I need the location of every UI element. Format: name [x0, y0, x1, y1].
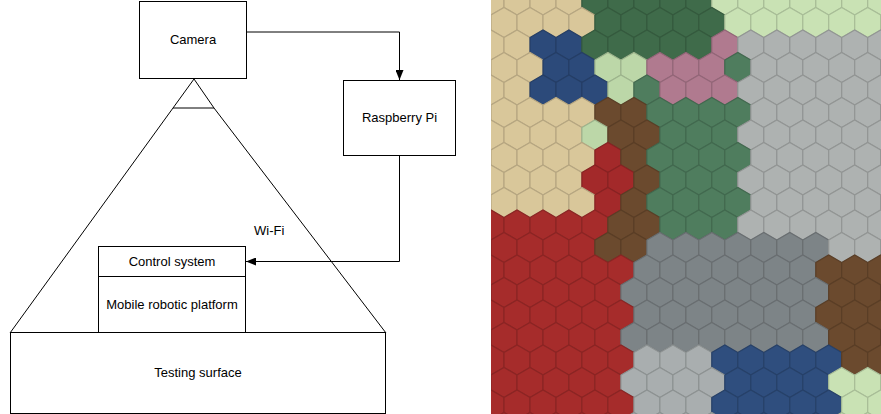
box-label: Mobile robotic platform	[101, 294, 243, 316]
tile	[621, 413, 647, 414]
tile	[582, 390, 608, 414]
edge-label: Wi-Fi	[252, 223, 286, 238]
tile	[491, 413, 517, 414]
box-label: Camera	[165, 29, 221, 51]
box-label: Raspberry Pi	[357, 107, 442, 129]
tile	[790, 390, 816, 414]
tile	[868, 390, 881, 414]
control-box: Control system	[98, 246, 246, 277]
tile	[738, 390, 764, 414]
tile	[751, 413, 777, 414]
tile	[634, 390, 660, 414]
tile	[816, 390, 842, 414]
tile	[608, 390, 634, 414]
box-label: Control system	[124, 251, 221, 273]
camera-box: Camera	[139, 1, 247, 79]
tile	[543, 413, 569, 414]
tile	[803, 413, 829, 414]
tile	[777, 413, 803, 414]
controller-box: Raspberry Pi	[343, 80, 456, 156]
photo-ground	[491, 0, 881, 414]
box-label: Testing surface	[149, 362, 246, 384]
connector-arrow	[246, 156, 400, 262]
surface-box: Testing surface	[10, 332, 386, 414]
tile	[517, 413, 543, 414]
tile	[660, 390, 686, 414]
tile	[595, 413, 621, 414]
tile	[491, 390, 504, 414]
tile	[855, 413, 881, 414]
tile-photo	[491, 0, 881, 414]
tile	[569, 413, 595, 414]
tile	[530, 390, 556, 414]
tile	[686, 390, 712, 414]
tile	[647, 413, 673, 414]
tile	[504, 390, 530, 414]
tile	[712, 390, 738, 414]
camera-lens	[173, 79, 214, 108]
tile	[829, 413, 855, 414]
tile	[699, 413, 725, 414]
tile	[725, 413, 751, 414]
tile	[556, 390, 582, 414]
tile	[764, 390, 790, 414]
tile	[842, 390, 868, 414]
connector-arrow	[247, 32, 400, 80]
platform-box: Mobile robotic platform	[98, 276, 246, 333]
tile	[673, 413, 699, 414]
